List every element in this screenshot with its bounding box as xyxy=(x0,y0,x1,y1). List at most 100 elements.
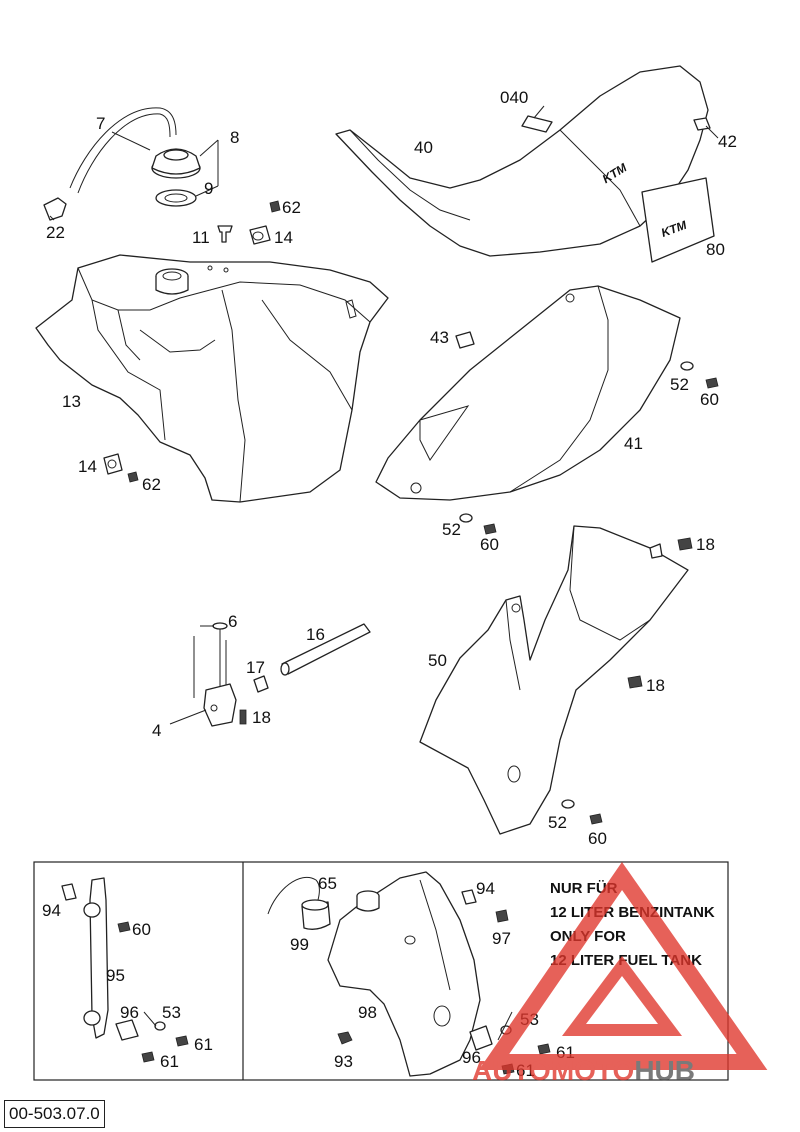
callout-16: 16 xyxy=(306,625,325,644)
note-line-2: 12 LITER BENZINTANK xyxy=(550,904,715,921)
spacer-94-right-part xyxy=(461,889,477,905)
callout-61-left-lower: 61 xyxy=(160,1052,179,1071)
screw-11-part xyxy=(217,225,233,243)
note-line-1: NUR FÜR xyxy=(550,880,618,897)
note-line-4: 12 LITER FUEL TANK xyxy=(550,952,702,969)
callout-96-left: 96 xyxy=(120,1003,139,1022)
leader-lines xyxy=(49,105,719,1041)
callout-97: 97 xyxy=(492,929,511,948)
callout-40: 40 xyxy=(414,138,433,157)
washer-52-part xyxy=(680,361,694,371)
callout-41: 41 xyxy=(624,434,643,453)
callout-93: 93 xyxy=(334,1052,353,1071)
screw-18-tap-part xyxy=(239,709,247,725)
screw-93-part xyxy=(337,1031,353,1045)
cap-seal-part xyxy=(155,189,197,207)
rubber-96-right-part xyxy=(469,1025,493,1051)
callout-52-mid: 52 xyxy=(442,520,461,539)
screw-62-lower-part xyxy=(127,471,139,483)
diagram-number: 00-503.07.0 xyxy=(4,1100,105,1128)
callout-42: 42 xyxy=(718,132,737,151)
tube-part xyxy=(280,623,371,676)
callout-99: 99 xyxy=(290,935,309,954)
washer-53-left-part xyxy=(154,1021,166,1031)
callout-14-bottom: 14 xyxy=(78,457,97,476)
washer-52-lower-part xyxy=(459,513,473,523)
screw-62-part xyxy=(269,200,281,213)
callout-52-right: 52 xyxy=(670,375,689,394)
tank-cap-99-part xyxy=(301,899,331,930)
watermark-text-auto: AUTO xyxy=(472,1055,551,1086)
seat-part: KTM xyxy=(335,65,711,257)
screw-60-bottom-part xyxy=(589,813,603,825)
watermark-text-hub: HUB xyxy=(634,1055,695,1086)
callout-11: 11 xyxy=(192,228,210,247)
screw-18-mid-part xyxy=(627,675,643,689)
callout-65: 65 xyxy=(318,874,337,893)
callout-52-bottom: 52 xyxy=(548,813,567,832)
fuel-tap-part xyxy=(203,622,237,727)
callout-18-mid: 18 xyxy=(646,676,665,695)
callout-80: 80 xyxy=(706,240,725,259)
callout-18-tap: 18 xyxy=(252,708,271,727)
callout-040: 040 xyxy=(500,88,528,107)
spoiler-left-part xyxy=(375,285,681,501)
callout-61-left-upper: 61 xyxy=(194,1035,213,1054)
screw-60-box-part xyxy=(117,921,131,933)
callout-60-mid: 60 xyxy=(480,535,499,554)
callout-50: 50 xyxy=(428,651,447,670)
callout-62-bottom: 62 xyxy=(142,475,161,494)
callout-8: 8 xyxy=(230,128,239,147)
screw-61-left-upper-part xyxy=(175,1035,189,1047)
callout-94-right: 94 xyxy=(476,879,495,898)
tank-cap-part xyxy=(151,148,201,179)
bracket-part xyxy=(83,877,109,1039)
fuel-tank-part xyxy=(35,254,389,503)
spacer-94-left-part xyxy=(61,883,77,901)
callout-53-left: 53 xyxy=(162,1003,181,1022)
callout-98: 98 xyxy=(358,1003,377,1022)
callout-43: 43 xyxy=(430,328,449,347)
screw-61-left-lower-part xyxy=(141,1051,155,1063)
spacer-43-part xyxy=(455,331,475,349)
screw-97-part xyxy=(495,909,509,923)
fuel-hose-part xyxy=(69,107,177,194)
callout-60-box: 60 xyxy=(132,920,151,939)
rubber-96-left-part xyxy=(115,1019,139,1041)
callout-4: 4 xyxy=(152,721,161,740)
rubber-bushing-part xyxy=(249,225,271,245)
callout-17: 17 xyxy=(246,658,265,677)
screw-18-upper-part xyxy=(677,537,693,551)
callout-62-top: 62 xyxy=(282,198,301,217)
watermark-triangle-icon xyxy=(478,861,768,1070)
callout-60-bottom: 60 xyxy=(588,829,607,848)
callout-6: 6 xyxy=(228,612,237,631)
watermark-inner-triangle-icon xyxy=(562,956,682,1036)
small-fuel-tank-part xyxy=(327,871,481,1077)
svg-text:AUTOMOTOHUB: AUTOMOTOHUB xyxy=(472,1055,695,1086)
callout-14-top: 14 xyxy=(274,228,293,247)
callout-7: 7 xyxy=(96,114,105,133)
callout-60-right: 60 xyxy=(700,390,719,409)
callout-94-left: 94 xyxy=(42,901,61,920)
callout-18-upper: 18 xyxy=(696,535,715,554)
callout-13: 13 xyxy=(62,392,81,411)
watermark-text-moto: MOTO xyxy=(551,1055,634,1086)
seat-decal-part: KTM xyxy=(641,177,715,263)
washer-52-bottom-part xyxy=(561,799,575,809)
hose-elbow-part xyxy=(43,197,67,221)
kit-box-border xyxy=(33,861,729,1081)
callout-9: 9 xyxy=(204,179,213,198)
screw-60-part xyxy=(705,377,719,389)
callout-96-right: 96 xyxy=(462,1048,481,1067)
callout-labels: 7 8 9 22 62 11 14 040 40 42 80 13 14 62 … xyxy=(42,88,737,1080)
hose-65-part xyxy=(267,876,320,915)
screw-61-right-upper-part xyxy=(537,1043,551,1055)
clamp-17-part xyxy=(253,675,269,693)
callout-95: 95 xyxy=(106,966,125,985)
screw-60-lower-part xyxy=(483,523,497,535)
rubber-bushing-lower-part xyxy=(103,453,123,475)
spoiler-right-part xyxy=(419,525,689,835)
